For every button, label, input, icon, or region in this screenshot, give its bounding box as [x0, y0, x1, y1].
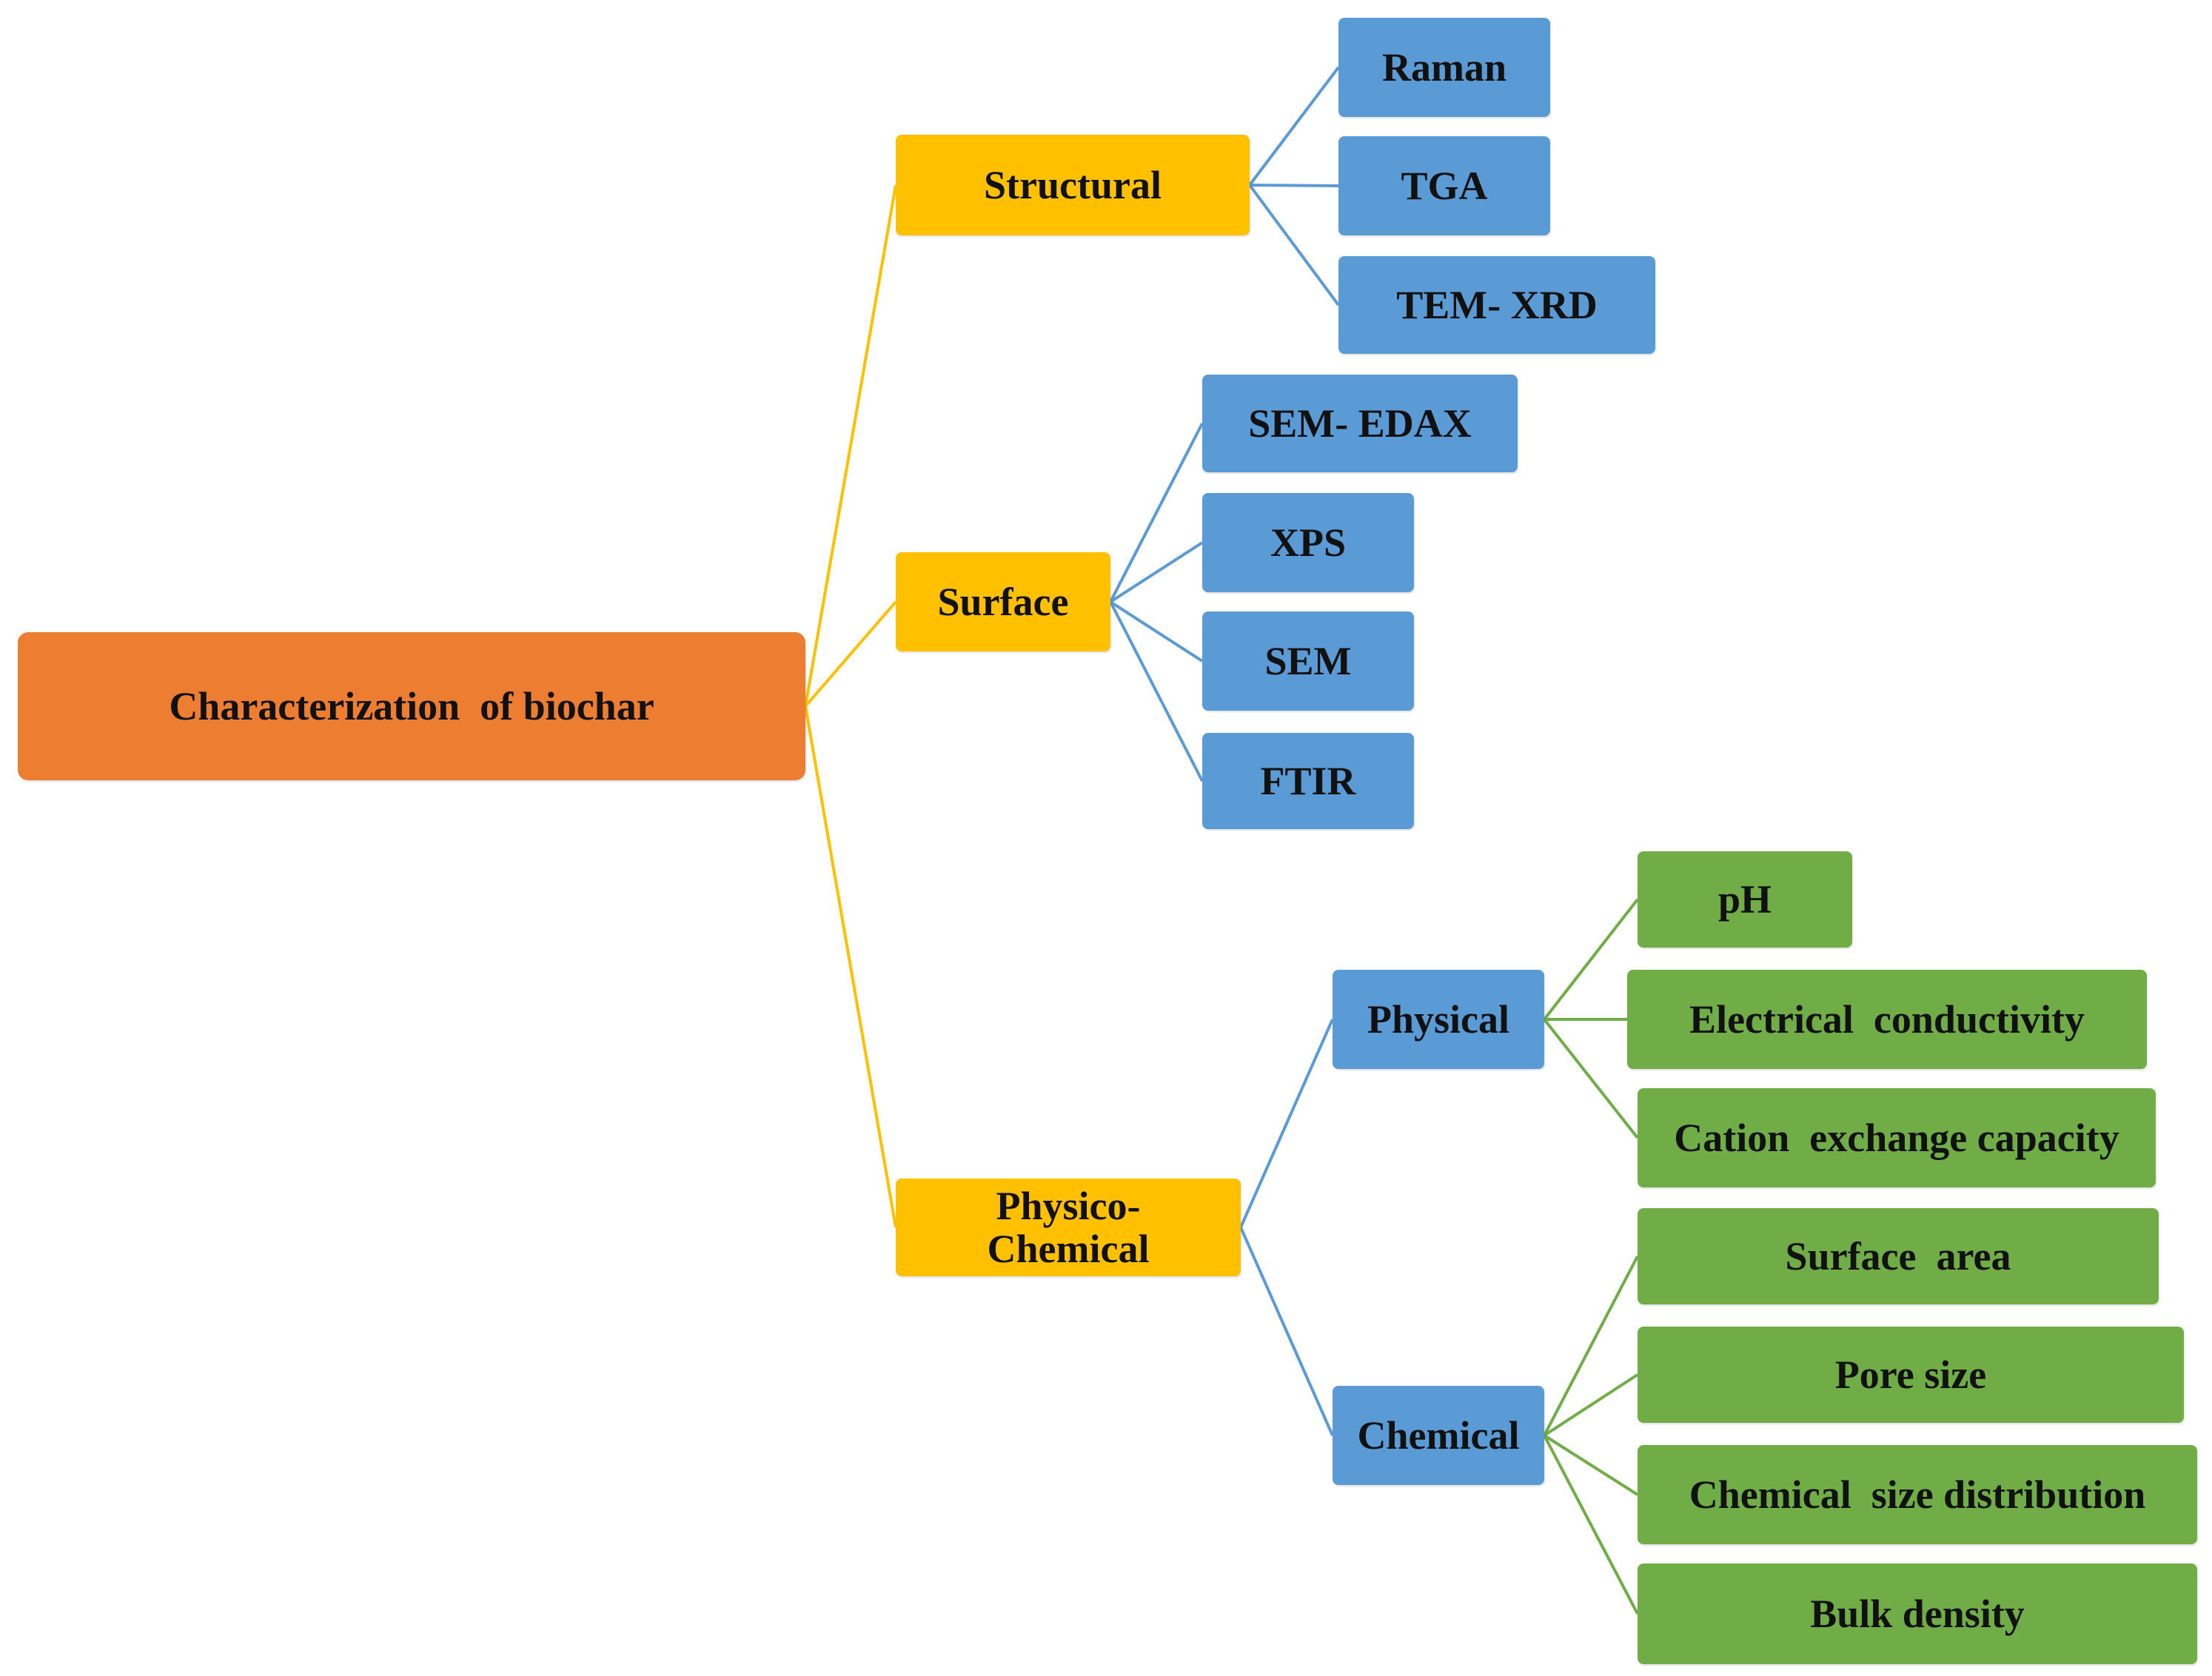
node-ftir: FTIR	[1202, 733, 1414, 829]
node-structural: Structural	[896, 135, 1250, 235]
connector-root-structural	[804, 184, 897, 707]
node-pore-size: Pore size	[1638, 1327, 2184, 1423]
node-sem-edax: SEM- EDAX	[1202, 375, 1518, 472]
connector-physchem-physical	[1239, 1019, 1334, 1228]
connector-physical-cec	[1543, 1018, 1639, 1139]
connector-structural-raman	[1248, 66, 1340, 187]
node-tga: TGA	[1338, 136, 1550, 235]
node-ph: pH	[1638, 851, 1852, 948]
node-cation-exchange-capacity: Cation exchange capacity	[1638, 1088, 2156, 1187]
connector-chemical-csd	[1543, 1434, 1639, 1496]
node-surface: Surface	[896, 552, 1110, 651]
node-chemical-size-distribution: Chemical size distribution	[1638, 1445, 2197, 1544]
node-raman: Raman	[1338, 18, 1550, 117]
connector-structural-tga	[1249, 184, 1339, 187]
connector-physchem-chemical	[1239, 1227, 1334, 1436]
node-electrical-conductivity: Electrical conductivity	[1627, 970, 2147, 1069]
connector-surface-sem	[1109, 600, 1204, 663]
connector-root-surface	[804, 600, 897, 708]
node-xps: XPS	[1202, 493, 1414, 592]
connector-chemical-sa	[1543, 1256, 1639, 1436]
node-surface-area: Surface area	[1638, 1208, 2159, 1304]
connector-physical-ph	[1543, 898, 1639, 1021]
node-physico-chemical: Physico- Chemical	[896, 1179, 1241, 1276]
connector-surface-ftir	[1109, 601, 1204, 782]
node-chemical: Chemical	[1333, 1386, 1544, 1485]
node-tem-xrd: TEM- XRD	[1338, 256, 1655, 354]
node-sem: SEM	[1202, 611, 1414, 711]
connector-surface-xps	[1109, 541, 1204, 603]
node-bulk-density: Bulk density	[1638, 1563, 2197, 1664]
node-characterization-of-biochar: Characterization of biochar	[18, 632, 805, 780]
node-physical: Physical	[1333, 970, 1544, 1069]
connector-chemical-bulk	[1543, 1435, 1639, 1615]
connector-chemical-pore	[1543, 1373, 1639, 1437]
connector-surface-semedax	[1109, 423, 1204, 603]
connector-root-physchem	[804, 705, 897, 1228]
connector-structural-temxrd	[1248, 184, 1340, 306]
